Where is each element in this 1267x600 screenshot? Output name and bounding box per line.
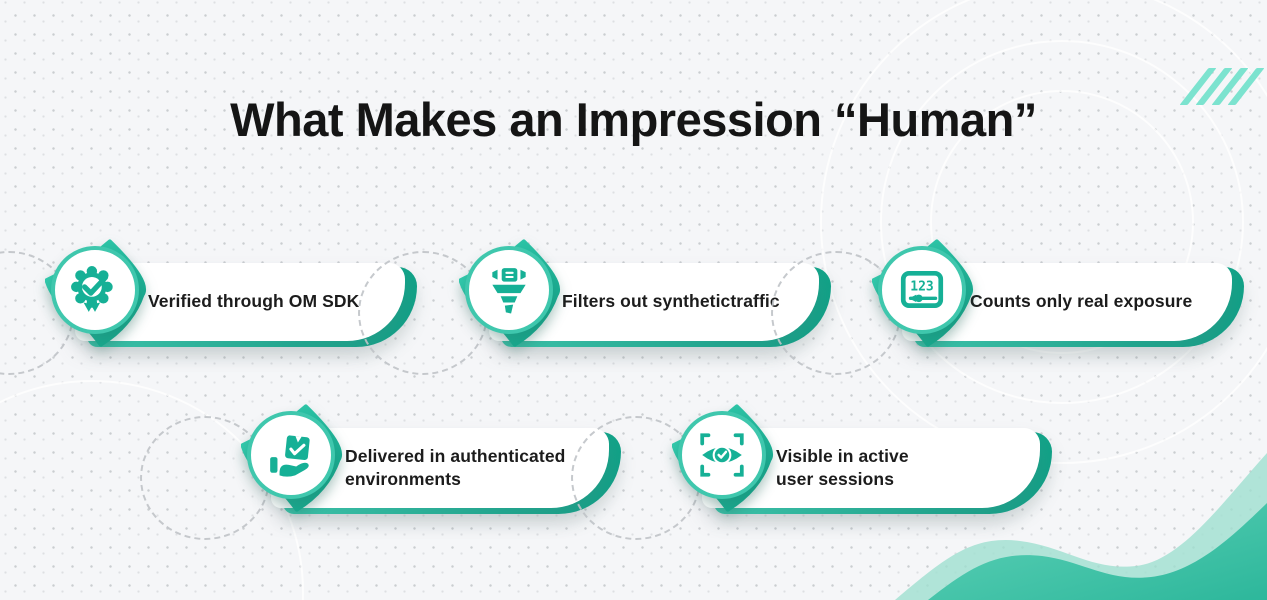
counter-123-icon: 123 xyxy=(900,270,944,308)
icon-circle xyxy=(465,246,553,334)
icon-circle xyxy=(51,246,139,334)
funnel-filter-icon xyxy=(492,268,526,314)
icon-circle: 123 xyxy=(878,246,966,334)
card-label: Delivered in authenticated environments xyxy=(345,445,566,489)
eye-scan-icon xyxy=(700,433,744,477)
card-label: Counts only real exposure xyxy=(970,291,1193,312)
page-title: What Makes an Impression “Human” xyxy=(230,93,1037,146)
hand-box-icon xyxy=(270,435,310,477)
icon-circle xyxy=(247,411,335,499)
card-label: Filters out synthetictraffic xyxy=(562,291,780,312)
card-label: Verified through OM SDK xyxy=(148,291,360,312)
card-label: Visible in active user sessions xyxy=(776,445,909,489)
svg-text:123: 123 xyxy=(910,280,934,295)
badge-check-icon xyxy=(71,266,113,312)
wave-decoration xyxy=(895,453,1267,600)
icon-circle xyxy=(678,411,766,499)
